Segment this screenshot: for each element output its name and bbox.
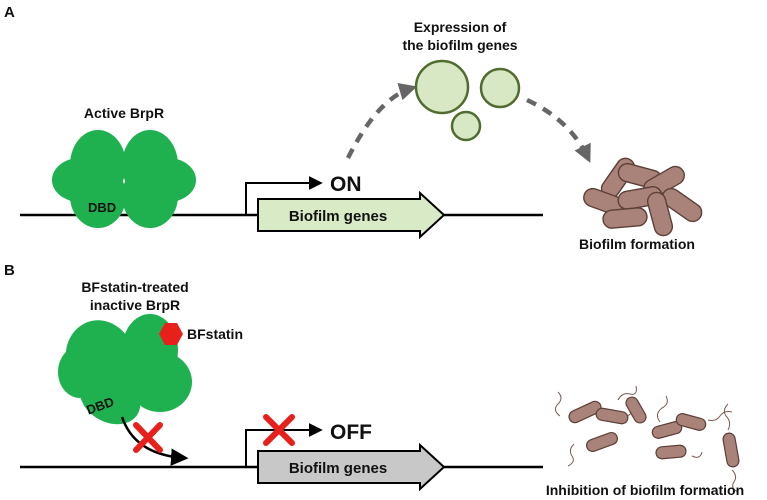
panel-b: B BFstatin-treated inactive BrpR DBD BFs… [4,262,744,498]
planktonic-bacteria-icon [554,385,740,493]
biofilm-genes-arrow-a [257,190,446,240]
inactive-brpr-protein [58,314,192,425]
promoter-arrow-b [245,423,323,467]
promoter-state-off: OFF [330,421,372,444]
biofilm-genes-label-a: Biofilm genes [289,208,387,225]
biofilm-formation-label: Biofilm formation [579,236,695,252]
expressed-protein-circles [414,59,521,142]
biofilm-genes-arrow-b [257,442,446,492]
red-x-icon [133,422,163,453]
biofilm-genes-label-b: Biofilm genes [289,460,387,477]
inactive-brpr-label-line1: BFstatin-treated [81,279,188,295]
red-hexagon-icon [159,323,183,345]
inhibition-label: Inhibition of biofilm formation [546,482,744,498]
bacteria-cluster-icon [580,154,706,239]
dashed-arrow-to-biofilm [526,97,591,163]
inactive-brpr-label-line2: inactive BrpR [90,297,180,313]
blocked-binding-arrow [120,416,189,466]
expression-label-line2: the biofilm genes [402,37,517,53]
expression-label-line1: Expression of [414,19,507,35]
dbd-label-a: DBD [88,200,116,215]
panel-letter-a: A [4,4,15,21]
promoter-state-on: ON [330,173,362,196]
red-x-icon [263,414,295,446]
bfstatin-label: BFstatin [187,326,243,342]
panel-letter-b: B [4,262,15,279]
dashed-arrow-to-expression [345,82,418,160]
active-brpr-label: Active BrpR [84,105,164,121]
active-brpr-protein [52,130,196,228]
panel-a: A Active BrpR DBD ON Biofilm genes Expre… [4,4,706,252]
promoter-arrow-a [245,176,323,215]
